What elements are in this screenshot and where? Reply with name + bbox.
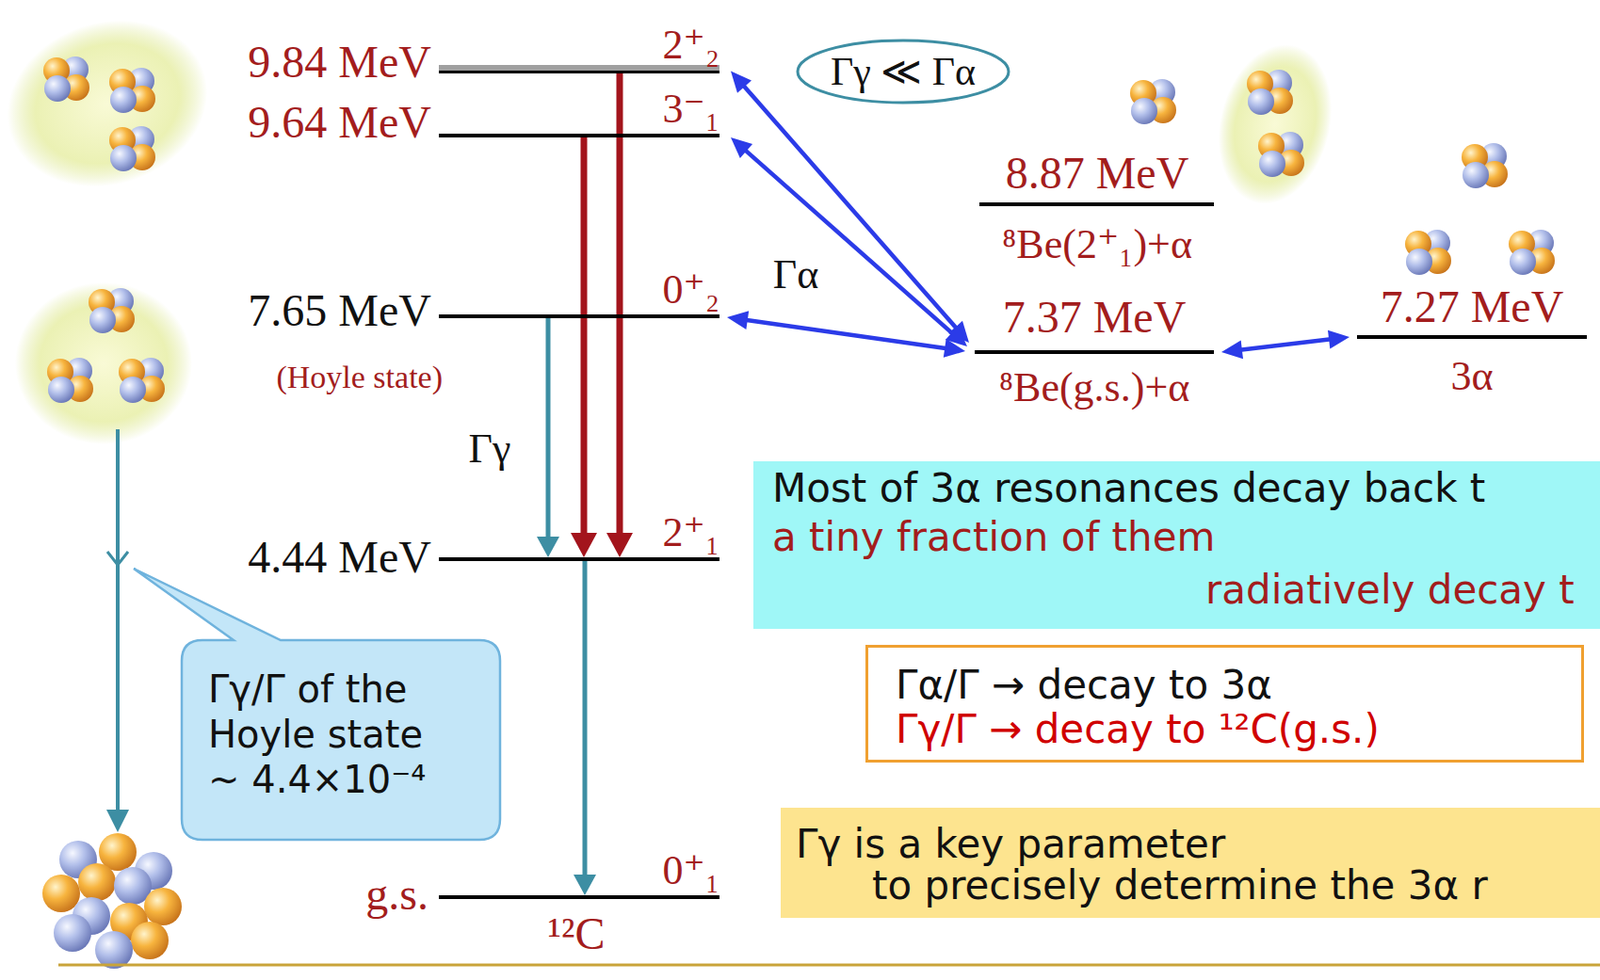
channel-label: ⁸Be(g.s.)+α [999, 364, 1191, 413]
energy-level: g.s.0⁺₁¹²C [438, 895, 720, 900]
note-text: a tiny fraction of them [772, 515, 1215, 561]
transition-arrow [570, 137, 598, 558]
arrowhead [536, 536, 560, 558]
cluster-glow [0, 0, 229, 212]
alpha-particle [1508, 229, 1555, 275]
alpha-particle [118, 357, 165, 404]
energy-label: 4.44 MeV [247, 531, 432, 583]
callout-bubble: Γγ/Γ of the Hoyle state ~ 4.4×10⁻⁴ [181, 640, 501, 841]
nucleus-label: ¹²C [548, 907, 606, 960]
energy-label: 7.27 MeV [1380, 280, 1565, 333]
transition-arrow [730, 71, 970, 344]
decay-arrow [115, 429, 120, 814]
arrow-shaft [743, 148, 955, 337]
oval-shape [797, 40, 1009, 103]
alpha-particle [1130, 79, 1177, 125]
energy-level: 8.87 MeV⁸Be(2⁺₁)+α [979, 202, 1214, 207]
key-note-text: to precisely determine the 3α r [872, 863, 1488, 909]
arrowhead [1221, 339, 1244, 359]
energy-label: 9.84 MeV [247, 35, 432, 88]
alpha-particle [109, 126, 156, 172]
note-text: Most of 3α resonances decay back t [772, 466, 1486, 512]
energy-level: 4.44 MeV2⁺₁ [438, 557, 720, 562]
transition-arrow [1221, 330, 1350, 360]
note-box: Most of 3α resonances decay back ta tiny… [753, 461, 1600, 630]
energy-level: 9.84 MeV2⁺₂ [438, 64, 720, 74]
note-box: Γγ is a key parameterto precisely determ… [780, 808, 1600, 919]
alpha-particle [1258, 131, 1305, 178]
transition-arrow [536, 318, 560, 558]
alpha-particle [109, 67, 156, 114]
transition-arrow [573, 561, 597, 896]
cluster-glow [1202, 32, 1348, 217]
channel-label: ⁸Be(2⁺₁)+α [1002, 221, 1193, 270]
arrow-shaft [743, 319, 949, 349]
spin-parity-label: 2⁺₂ [662, 21, 720, 70]
arrow-shaft [742, 83, 959, 331]
arrow-shaft [582, 561, 588, 879]
decay-arrowhead [106, 809, 130, 833]
arrowhead [606, 533, 633, 558]
arrowhead [730, 71, 752, 94]
energy-level: 7.65 MeV(Hoyle state)0⁺₂ [438, 314, 720, 319]
callout-shape [133, 568, 501, 841]
arrowhead [1327, 330, 1350, 350]
key-note-text: Γγ is a key parameter [795, 822, 1226, 868]
arrow-shaft [546, 318, 551, 541]
transition-arrow [727, 310, 966, 358]
energy-label: 7.37 MeV [1002, 290, 1187, 343]
decay-arrow-mark [107, 551, 129, 566]
width-label: Γγ [468, 425, 512, 474]
energy-level: 7.37 MeV⁸Be(g.s.)+α [974, 350, 1214, 355]
definition-text: Γγ/Γ → decay to ¹²C(g.s.) [895, 707, 1380, 753]
note-oval: Γγ ≪ Γα [795, 38, 1011, 105]
arrow-shaft [1237, 339, 1333, 351]
definition-text: Γα/Γ → decay to 3α [895, 662, 1273, 709]
energy-label: 8.87 MeV [1005, 146, 1190, 199]
energy-label: 9.64 MeV [247, 96, 432, 148]
spin-parity-label: 0⁺₂ [662, 266, 720, 315]
note-text: radiatively decay t [1205, 567, 1575, 614]
spin-parity-label: 0⁺₁ [662, 847, 720, 896]
callout-text: Γγ/Γ of the Hoyle state ~ 4.4×10⁻⁴ [208, 666, 435, 803]
energy-level: 7.27 MeV3α [1357, 335, 1587, 340]
arrowhead [727, 310, 749, 330]
alpha-particle [47, 357, 94, 404]
arrowhead [570, 533, 598, 558]
level-label: g.s. [365, 868, 429, 921]
energy-label: 7.65 MeV [247, 284, 432, 337]
alpha-particle [88, 288, 135, 334]
cluster-glow [15, 282, 193, 445]
alpha-particle [1461, 143, 1508, 189]
carbon-nucleus [42, 833, 182, 970]
arrowhead [573, 874, 597, 896]
arrow-shaft [581, 137, 588, 538]
footer-rule [58, 964, 1600, 968]
channel-label: 3α [1450, 353, 1493, 402]
alpha-particle [43, 56, 90, 102]
width-label: Γα [773, 251, 820, 300]
note-box: Γα/Γ → decay to 3αΓγ/Γ → decay to ¹²C(g.… [865, 645, 1584, 763]
width-comparison: Γγ ≪ Γα [830, 48, 976, 95]
spin-parity-label: 3⁻₁ [662, 85, 720, 134]
alpha-particle [1246, 69, 1293, 115]
state-name: (Hoyle state) [275, 358, 443, 396]
energy-level: 9.64 MeV3⁻₁ [438, 133, 720, 138]
spin-parity-label: 2⁺₁ [662, 509, 720, 558]
arrowhead [730, 137, 753, 159]
alpha-particle [1405, 229, 1452, 275]
arrowhead [943, 339, 966, 358]
arrow-shaft [616, 73, 624, 538]
transition-arrow [730, 137, 968, 347]
